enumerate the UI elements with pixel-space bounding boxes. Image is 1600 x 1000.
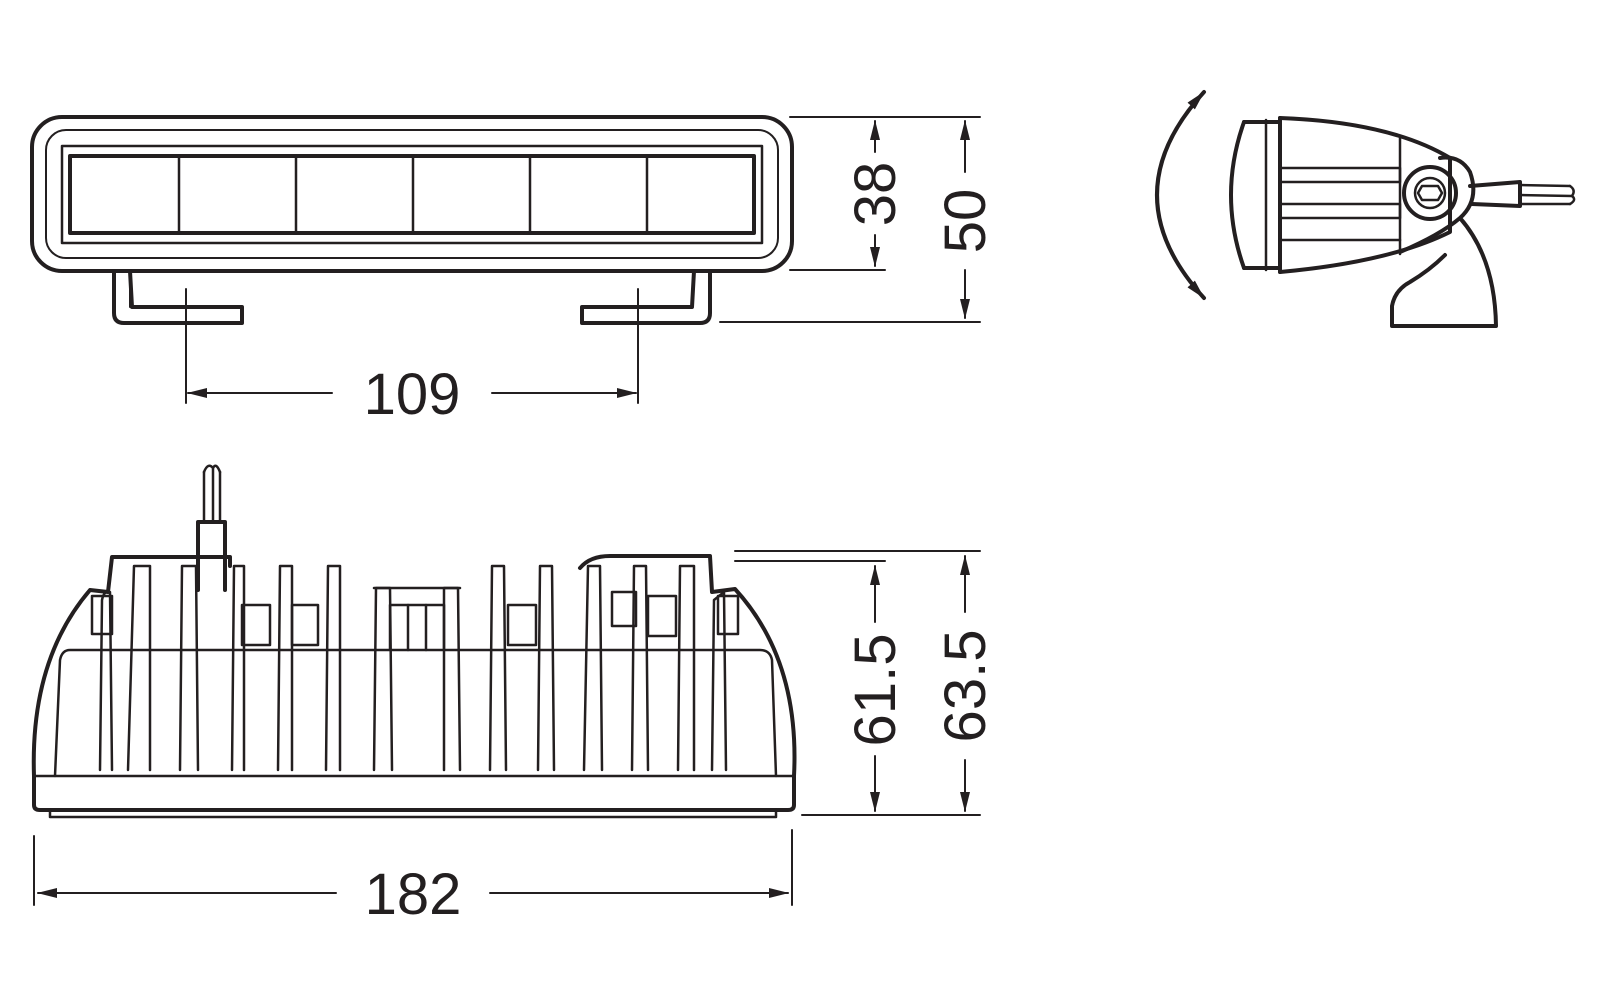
front-mount-right [580,269,712,325]
dimension-label-109: 109 [364,362,461,427]
back-view [31,464,797,819]
front-view [30,115,794,404]
front-housing-outer [30,115,794,273]
back-fins [98,564,728,772]
led-segment-dividers [177,154,649,235]
back-base [32,774,796,812]
side-fins [1278,136,1402,256]
back-housing [31,554,797,778]
dimension-front-heights: 38 50 [719,116,998,323]
pivot-bolt-outer [1402,165,1458,221]
side-bracket [1390,155,1498,328]
front-housing-inner [45,129,779,259]
dimension-mount-spacing: 109 [187,362,637,427]
dimension-label-50: 50 [933,189,998,254]
side-cable [1468,180,1522,208]
back-cable [196,520,227,592]
dimension-label-182: 182 [365,862,462,927]
dimension-back-heights: 61.5 63.5 [734,550,998,816]
side-body [1278,116,1452,274]
dimension-label-38: 38 [843,162,908,227]
tilt-rotation-arrow [1155,90,1206,300]
dimension-label-61-5: 61.5 [843,634,908,747]
side-view [1155,90,1576,328]
front-mount-left [112,269,244,325]
pivot-bolt-inner [1413,176,1447,210]
dimension-label-63-5: 63.5 [933,630,998,743]
front-bezel [60,144,764,245]
dimension-overall-width: 182 [33,829,793,927]
